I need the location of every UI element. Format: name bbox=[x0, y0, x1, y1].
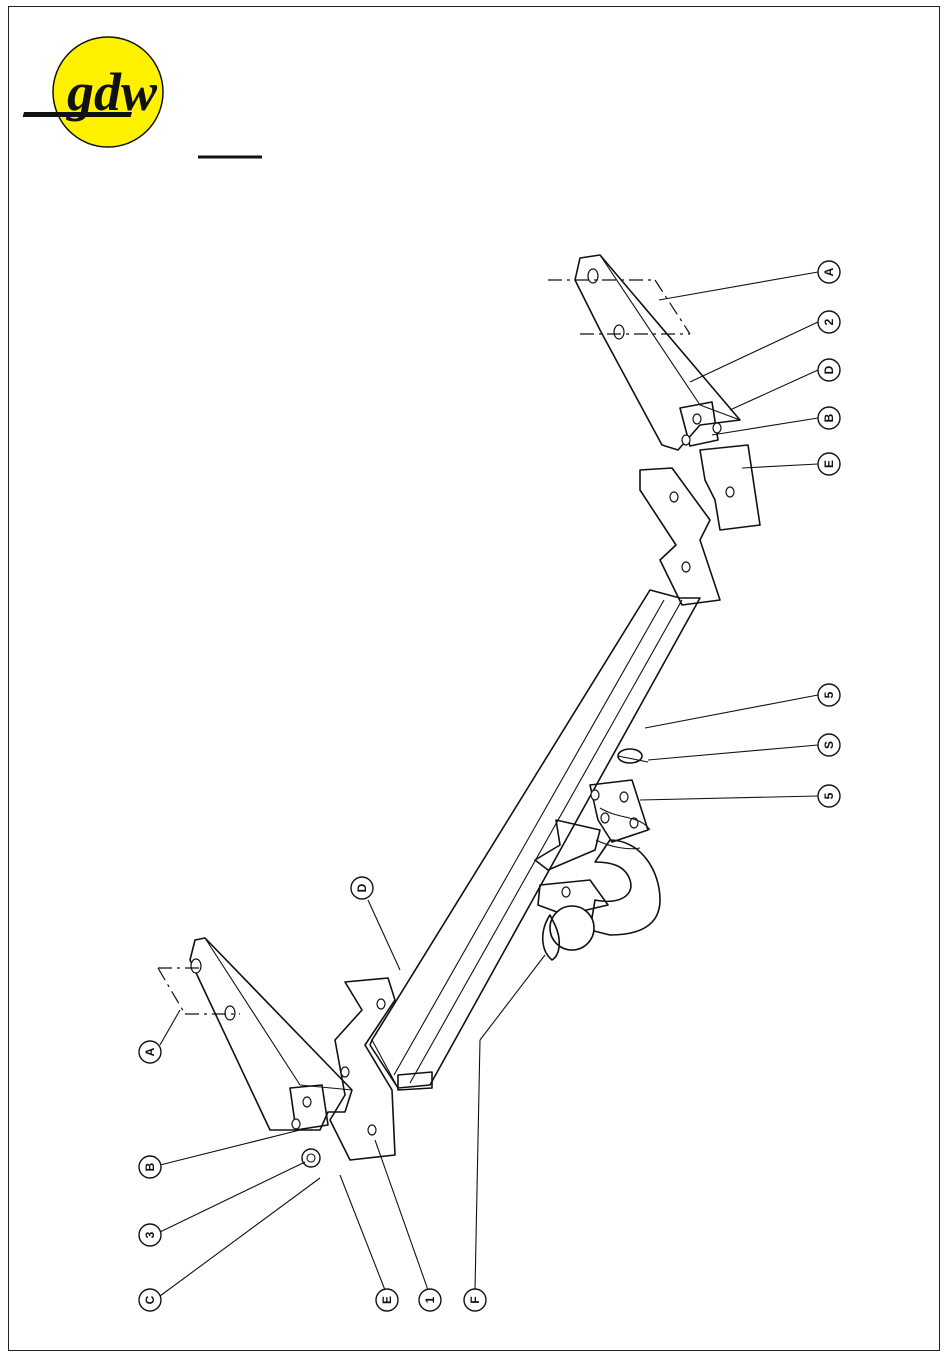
callout-top-a: A bbox=[818, 261, 840, 283]
callout-left-3: 3 bbox=[139, 1224, 161, 1246]
callout-bot-f: F bbox=[464, 1289, 486, 1311]
callout-left-a: A bbox=[139, 1041, 161, 1063]
svg-text:E: E bbox=[822, 460, 836, 468]
callout-bot-e: E bbox=[376, 1289, 398, 1311]
svg-text:S: S bbox=[822, 741, 836, 749]
svg-text:D: D bbox=[355, 883, 369, 892]
main-cross-beam bbox=[330, 468, 720, 1160]
callout-left-c: C bbox=[139, 1289, 161, 1311]
svg-text:1: 1 bbox=[423, 1296, 437, 1303]
callout-top-e: E bbox=[818, 453, 840, 475]
svg-text:E: E bbox=[380, 1296, 394, 1304]
callout-mid-5b: 5 bbox=[818, 785, 840, 807]
svg-text:B: B bbox=[143, 1162, 157, 1171]
right-bracket-plate bbox=[700, 445, 760, 530]
logo-underline bbox=[23, 112, 132, 117]
callout-top-2: 2 bbox=[818, 311, 840, 333]
callout-left-d: D bbox=[351, 877, 373, 899]
svg-text:A: A bbox=[143, 1047, 157, 1056]
svg-text:3: 3 bbox=[143, 1231, 157, 1238]
tow-ball-assembly bbox=[535, 749, 660, 960]
svg-text:C: C bbox=[143, 1295, 157, 1304]
svg-text:A: A bbox=[822, 267, 836, 276]
callout-mid-5a: 5 bbox=[818, 684, 840, 706]
right-side-arm bbox=[548, 255, 740, 450]
svg-text:B: B bbox=[822, 413, 836, 422]
callout-left-b: B bbox=[139, 1156, 161, 1178]
svg-text:D: D bbox=[822, 365, 836, 374]
gdw-logo: gdw bbox=[23, 37, 163, 147]
callout-top-b: B bbox=[818, 407, 840, 429]
svg-text:5: 5 bbox=[822, 792, 836, 799]
svg-text:5: 5 bbox=[822, 691, 836, 698]
svg-text:F: F bbox=[468, 1296, 482, 1303]
callout-mid-s: S bbox=[818, 734, 840, 756]
svg-text:2: 2 bbox=[822, 318, 836, 325]
left-side-arm bbox=[158, 938, 352, 1167]
callout-bot-1: 1 bbox=[419, 1289, 441, 1311]
callout-top-d: D bbox=[818, 359, 840, 381]
